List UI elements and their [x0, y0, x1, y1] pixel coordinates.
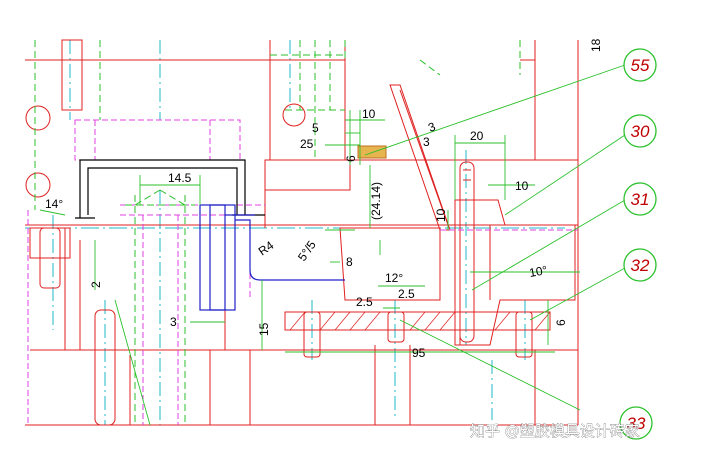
dim-24-14: (24.14) — [369, 182, 383, 220]
red-structure — [25, 39, 579, 426]
dim-6-right: 6 — [554, 319, 568, 326]
svg-text:30: 30 — [631, 122, 650, 141]
dimension-lines — [39, 110, 580, 426]
dim-5-5: 5°/5 — [295, 238, 319, 264]
dim-15: 15 — [257, 322, 271, 336]
black-part — [75, 159, 265, 219]
dim-8: 8 — [346, 255, 353, 269]
svg-text:33: 33 — [627, 414, 646, 433]
dim-10-vert: 10 — [434, 208, 448, 222]
dim-6-small: 6 — [344, 155, 358, 162]
svg-text:55: 55 — [631, 56, 650, 75]
watermark: 知乎 @塑胶模具设计砖家 — [470, 422, 640, 440]
side-number: 18 — [589, 38, 603, 52]
dim-95: 95 — [412, 346, 426, 360]
balloon-31: 31 — [623, 182, 657, 216]
dim-2: 2 — [89, 281, 103, 288]
balloon-55: 55 — [623, 48, 657, 82]
dim-3-a: 3 — [426, 119, 437, 135]
balloon-32: 32 — [623, 248, 657, 282]
dim-25: 25 — [300, 137, 314, 151]
dim-14-deg: 14° — [45, 197, 63, 211]
dim-10-deg: 10° — [528, 263, 549, 280]
dim-r4: R4 — [256, 238, 277, 258]
dim-2-5-a: 2.5 — [398, 287, 415, 301]
balloon-30: 30 — [623, 114, 657, 148]
magenta-dashed — [27, 119, 578, 425]
dim-14-5: 14.5 — [168, 171, 192, 185]
dim-5: 5 — [312, 121, 319, 135]
svg-text:32: 32 — [631, 256, 650, 275]
dim-2-5-b: 2.5 — [356, 295, 373, 309]
green-dashed — [34, 40, 521, 425]
dim-20: 20 — [470, 129, 484, 143]
hatching — [289, 311, 551, 331]
dim-12-deg: 12° — [385, 271, 403, 285]
dim-10-right: 10 — [515, 179, 529, 193]
leader-lines — [364, 64, 626, 411]
center-lines — [25, 40, 565, 425]
dim-3-left: 3 — [170, 315, 177, 329]
dim-10-top: 10 — [362, 107, 376, 121]
blue-part — [199, 204, 345, 311]
svg-text:31: 31 — [631, 190, 650, 209]
balloons: 55 30 31 32 33 — [619, 48, 657, 440]
dimension-labels: 18 10 5 3 3 25 6 20 10 14.5 14° (24.14) … — [45, 38, 603, 360]
balloon-33: 33 — [619, 406, 653, 440]
dim-3-b: 3 — [423, 135, 430, 149]
